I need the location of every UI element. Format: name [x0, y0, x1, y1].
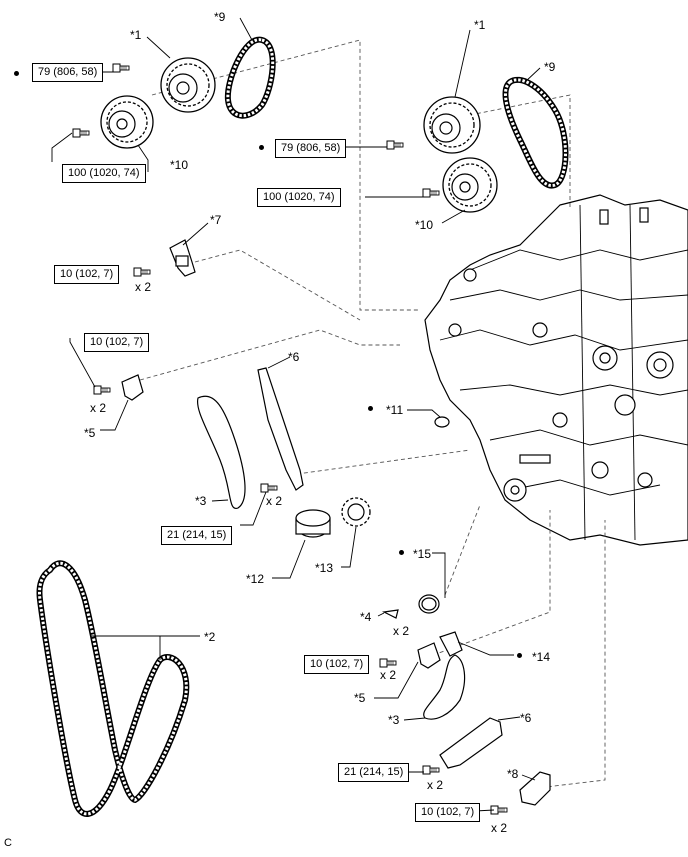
bolt-79-top [112, 63, 130, 73]
bolt-79-right [386, 140, 404, 150]
callout-3-left: *3 [195, 494, 207, 508]
chain-guide-6-left [257, 367, 304, 491]
torque-spec-box: 79 (806, 58) [32, 63, 104, 82]
camshaft-gear-1-right [423, 96, 481, 154]
callout-13: *13 [315, 561, 334, 575]
quantity-label: x 2 [427, 778, 444, 792]
timing-chain-9-right [502, 76, 569, 189]
torque-spec-box: 79 (806, 58) [275, 139, 347, 158]
tensioner-5-left [121, 374, 144, 401]
chain-guide-6-bottom [439, 717, 503, 769]
callout-2: *2 [204, 630, 216, 644]
callout-11: *11 [386, 403, 404, 417]
figure-code: C [4, 837, 12, 849]
vvt-gear-10-top [100, 95, 154, 149]
timing-chain-2 [36, 560, 190, 817]
quantity-label: x 2 [393, 624, 410, 638]
chain-tensioner-7 [169, 239, 196, 277]
bolt-21-bottom [422, 765, 440, 775]
o-ring-15 [418, 594, 440, 614]
new-part-dot-3 [368, 406, 373, 411]
quantity-label: x 2 [90, 401, 107, 415]
bolt-10-b [93, 385, 111, 395]
torque-spec-box: 100 (1020, 74) [257, 188, 341, 207]
bolt-21-left [260, 483, 278, 493]
vvt-gear-10-right [442, 157, 498, 213]
quantity-label: x 2 [380, 668, 397, 682]
tensioner-5-bottom [417, 642, 441, 669]
torque-spec-box: 10 (102, 7) [84, 333, 150, 352]
new-part-dot-4 [399, 550, 404, 555]
torque-spec-box: 10 (102, 7) [54, 265, 120, 284]
new-part-dot-2 [259, 145, 264, 150]
torque-spec-box: 100 (1020, 74) [62, 164, 146, 183]
callout-14: *14 [532, 650, 551, 664]
bolt-100-top [72, 128, 90, 138]
bolt-100-right [422, 188, 440, 198]
crank-sprocket-13 [341, 497, 371, 527]
callout-12: *12 [246, 572, 265, 586]
callout-6-bottom: *6 [520, 711, 532, 725]
callout-5-left: *5 [84, 426, 96, 440]
o-ring-11 [434, 416, 450, 428]
torque-spec-box: 10 (102, 7) [304, 655, 370, 674]
engine-block [424, 194, 688, 546]
leader-lines [51, 17, 541, 812]
camshaft-gear-1-top [160, 57, 216, 113]
callout-5-bottom: *5 [354, 691, 366, 705]
callout-4: *4 [360, 610, 372, 624]
gasket-14 [439, 631, 463, 657]
quantity-label: x 2 [266, 494, 283, 508]
torque-spec-box: 21 (214, 15) [338, 763, 410, 782]
chain-damper-8 [519, 771, 551, 806]
callout-3-bottom: *3 [388, 713, 400, 727]
torque-spec-box: 21 (214, 15) [161, 526, 233, 545]
new-part-dot-1 [14, 71, 19, 76]
callout-9-right: *9 [544, 60, 556, 74]
callout-8: *8 [507, 767, 519, 781]
callout-9-top: *9 [214, 10, 226, 24]
callout-1-top: *1 [130, 28, 142, 42]
quantity-label: x 2 [135, 280, 152, 294]
idler-sprocket-12 [295, 509, 331, 538]
timing-chain-9-top [224, 36, 276, 119]
quantity-label: x 2 [491, 821, 508, 835]
callout-6-top: *6 [288, 350, 300, 364]
callout-10-left: *10 [170, 158, 189, 172]
callout-1-right: *1 [474, 18, 486, 32]
torque-spec-box: 10 (102, 7) [415, 803, 481, 822]
callout-7: *7 [210, 213, 222, 227]
callout-10-right: *10 [415, 218, 434, 232]
chain-slipper-3-left [196, 395, 246, 509]
key-4 [382, 609, 399, 619]
callout-15: *15 [413, 547, 432, 561]
bolt-10-c [379, 658, 397, 668]
new-part-dot-5 [517, 653, 522, 658]
bolt-10-a [133, 267, 151, 277]
